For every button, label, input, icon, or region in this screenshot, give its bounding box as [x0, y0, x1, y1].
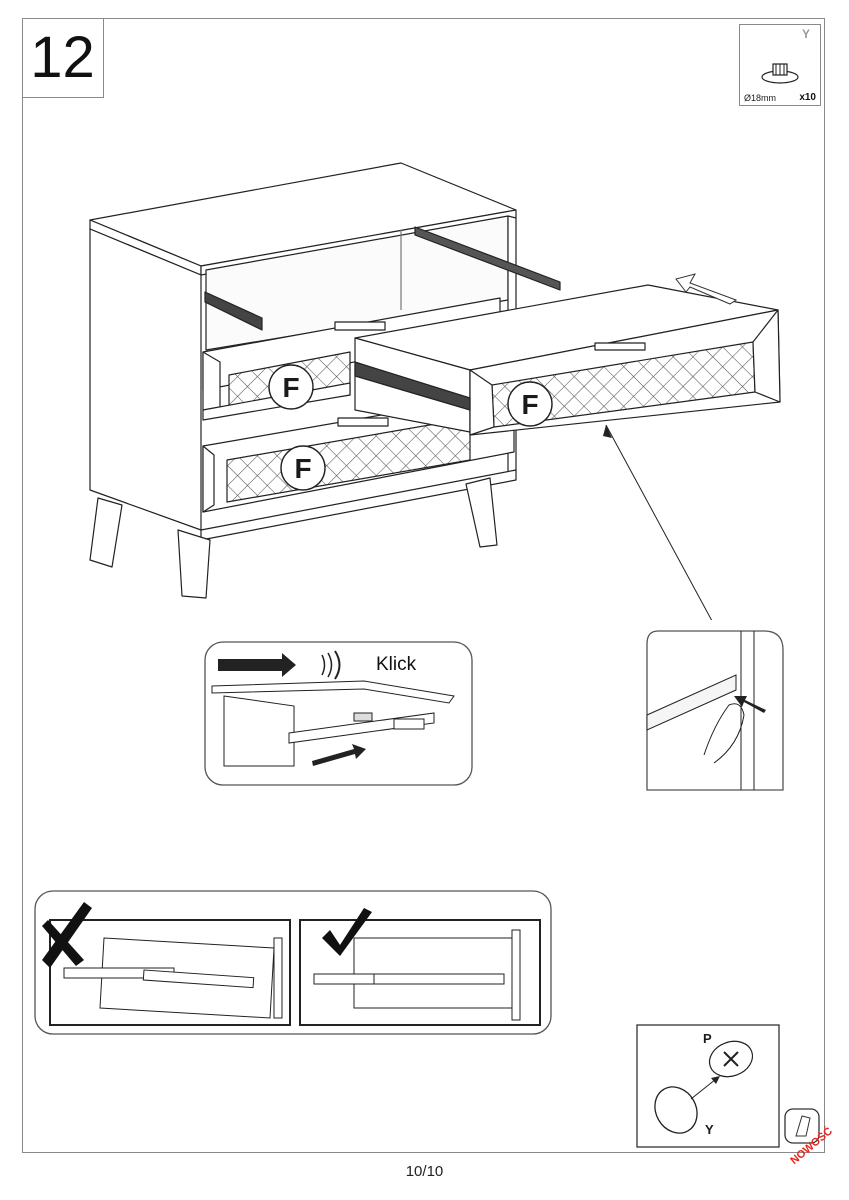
dresser-illustration — [89, 162, 781, 620]
manual-page-icon — [784, 1108, 820, 1144]
wrong-cross-icon — [42, 902, 92, 968]
cap-label: P — [703, 1031, 712, 1046]
alignment-comparison — [34, 890, 552, 1035]
correct-check-icon — [322, 908, 372, 956]
page-frame — [22, 18, 825, 1153]
drawer-label-f-1: F — [282, 372, 300, 403]
klick-detail — [204, 641, 473, 786]
knob-fitting-detail — [636, 1024, 780, 1148]
drawer-label-circles — [268, 364, 553, 491]
page-number: 10/10 — [405, 1163, 444, 1180]
rail-release-detail — [646, 630, 784, 791]
parts-size: Ø18mm — [744, 93, 777, 103]
klick-label: Klick — [376, 654, 417, 675]
knob-part-icon — [761, 63, 799, 84]
drawer-label-f-2: F — [521, 389, 539, 420]
step-number: 12 — [22, 18, 104, 98]
parts-quantity: x10 — [799, 92, 816, 103]
knob-label: Y — [705, 1122, 714, 1137]
parts-box: Y Ø18mm x10 — [739, 24, 821, 106]
parts-letter: Y — [801, 27, 810, 41]
drawer-label-f-3: F — [294, 453, 312, 484]
